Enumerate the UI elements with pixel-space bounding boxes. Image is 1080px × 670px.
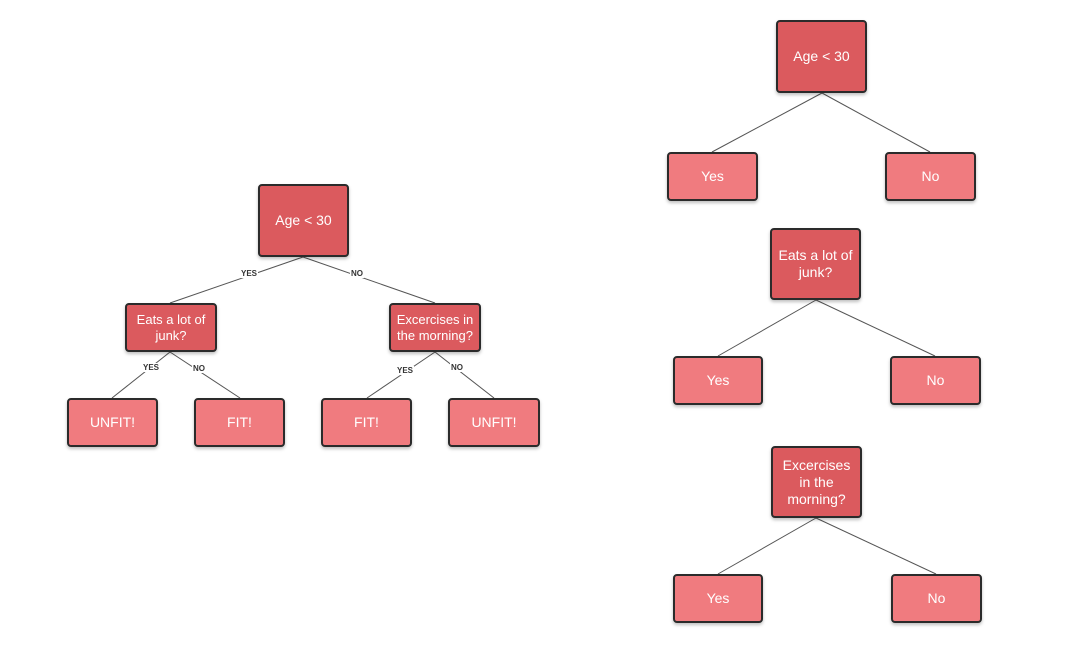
right-tree2-yes: Yes <box>706 372 730 388</box>
edge-r3-yes <box>717 517 817 575</box>
edge-junk-no <box>169 351 241 399</box>
right-tree3-no: No <box>927 590 946 606</box>
edge-root-no <box>302 256 436 304</box>
edge-exercise-yes <box>366 351 436 399</box>
left-leaf-unfit-2: UNFIT! <box>448 398 540 447</box>
right-tree2-question: Eats a lot of junk? <box>778 247 853 280</box>
right-tree3-yes-node: Yes <box>673 574 763 623</box>
left-junk-node: Eats a lot of junk? <box>125 303 217 352</box>
right-tree1-no: No <box>921 168 940 184</box>
edge-junk-yes <box>111 351 171 399</box>
left-leaf-fit-1: FIT! <box>194 398 285 447</box>
edge-r1-no <box>821 92 931 153</box>
left-root-no-label: NO <box>350 269 364 278</box>
left-leaf-fit-2: FIT! <box>321 398 412 447</box>
right-tree2-no: No <box>926 372 945 388</box>
left-leaf-label: FIT! <box>227 414 252 430</box>
edge-r2-no <box>815 299 936 357</box>
right-tree1-yes: Yes <box>701 168 724 184</box>
right-tree3-yes: Yes <box>706 590 730 606</box>
left-exercise-no-label: NO <box>450 363 464 372</box>
left-exercise-node: Excercises in the morning? <box>389 303 481 352</box>
left-leaf-label: UNFIT! <box>471 414 517 430</box>
right-tree1-no-node: No <box>885 152 976 201</box>
left-root-label: Age < 30 <box>275 212 332 228</box>
right-tree3-no-node: No <box>891 574 982 623</box>
left-junk-label: Eats a lot of junk? <box>136 311 206 343</box>
right-tree2-no-node: No <box>890 356 981 405</box>
right-tree2-yes-node: Yes <box>673 356 763 405</box>
left-exercise-yes-label: YES <box>396 366 415 375</box>
right-tree1-yes-node: Yes <box>667 152 758 201</box>
left-root-node: Age < 30 <box>258 184 349 257</box>
left-exercise-label: Excercises in the morning? <box>396 311 474 343</box>
edge-exercise-no <box>434 351 495 399</box>
left-root-yes-label: YES <box>240 269 259 278</box>
left-junk-no-label: NO <box>192 364 206 373</box>
left-junk-yes-label: YES <box>142 363 161 372</box>
left-leaf-label: UNFIT! <box>89 414 136 430</box>
right-tree2-question-node: Eats a lot of junk? <box>770 228 861 300</box>
left-leaf-label: FIT! <box>354 414 379 430</box>
edge-r3-no <box>815 517 937 575</box>
right-tree1-question: Age < 30 <box>793 48 850 64</box>
right-tree1-question-node: Age < 30 <box>776 20 867 93</box>
right-tree3-question: Excercises in the morning? <box>782 456 851 507</box>
right-tree3-question-node: Excercises in the morning? <box>771 446 862 518</box>
left-leaf-unfit-1: UNFIT! <box>67 398 158 447</box>
edge-r2-yes <box>717 299 817 357</box>
edge-root-yes <box>169 256 304 304</box>
edge-r1-yes <box>711 92 823 153</box>
